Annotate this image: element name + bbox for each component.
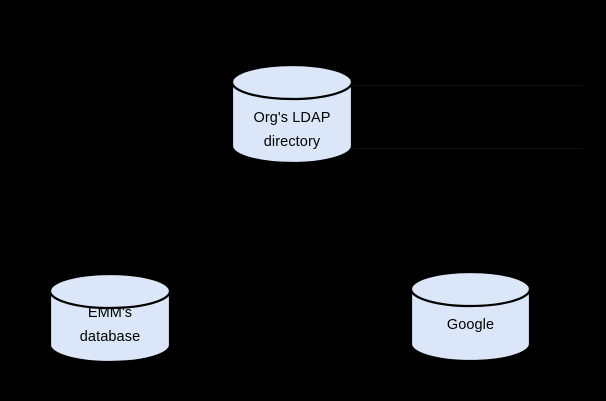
cylinder-body (409, 270, 532, 363)
cylinder-body (48, 272, 172, 364)
cylinder-top-arc (409, 288, 532, 308)
database-cylinder-google (409, 270, 532, 363)
cylinder-top-arc (230, 81, 354, 101)
database-cylinder-ldap (230, 63, 354, 165)
cylinder-body (230, 63, 354, 165)
database-cylinder-emm (48, 272, 172, 364)
cylinder-top-arc (48, 290, 172, 310)
